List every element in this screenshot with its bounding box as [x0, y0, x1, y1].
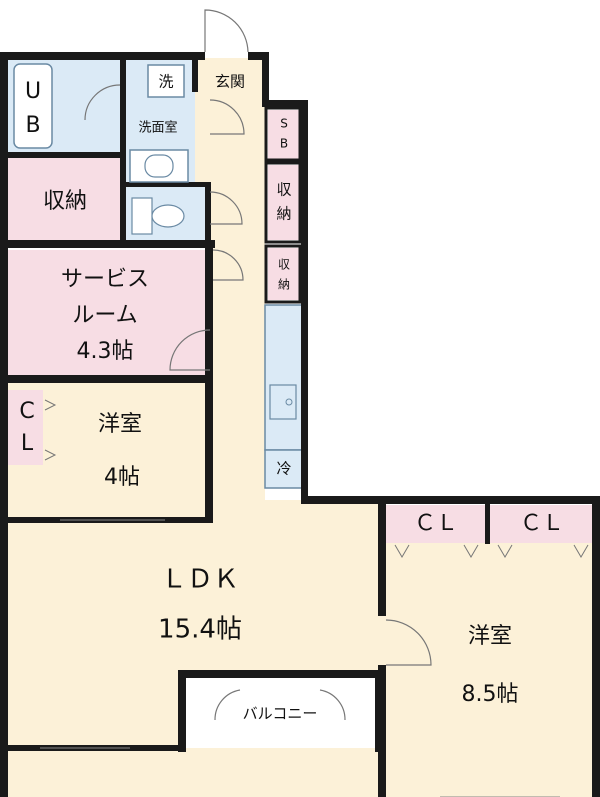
storage-hall-1-label-1: 収	[276, 181, 291, 199]
closet-small-floor	[8, 390, 43, 465]
laundry-label: 洗	[158, 73, 173, 91]
western-small-size: 4帖	[104, 465, 140, 490]
storage-hall-1-label-2: 納	[276, 205, 291, 223]
shoe-box-label-2: B	[280, 137, 288, 151]
closet-large-1-label: ＣＬ	[414, 511, 458, 536]
western-small-name: 洋室	[98, 412, 142, 437]
storage-hall-2-floor	[268, 248, 300, 300]
storage-main-label: 収納	[43, 189, 87, 214]
closet-small-label-1: C	[19, 399, 34, 424]
western-large-name: 洋室	[468, 624, 512, 649]
bath-label-2: B	[25, 113, 40, 138]
storage-main-floor	[8, 158, 123, 242]
closet-large-2-floor	[490, 505, 592, 543]
closet-large-2-label: ＣＬ	[520, 511, 564, 536]
shoe-box-label-1: S	[280, 117, 288, 131]
ldk-size: 15.4帖	[158, 615, 242, 645]
service-room-name-1: サービス	[61, 267, 149, 292]
storage-hall-1-floor	[268, 165, 300, 240]
entrance-label: 玄関	[215, 73, 245, 91]
balcony-label: バルコニー	[243, 705, 318, 723]
western-large-floor	[385, 505, 592, 797]
washroom-label: 洗面室	[138, 120, 177, 136]
service-room-name-2: ルーム	[72, 303, 137, 328]
closet-small-label-2: L	[21, 431, 34, 456]
fridge-label: 冷	[276, 460, 291, 478]
ldk-name: ＬＤＫ	[161, 565, 239, 595]
fridge-space	[264, 449, 304, 489]
bath-label-1: U	[25, 79, 41, 104]
service-room-floor	[8, 250, 210, 377]
western-large-size: 8.5帖	[462, 682, 519, 707]
storage-hall-2-label-1: 収	[278, 258, 290, 272]
service-room-size: 4.3帖	[77, 339, 134, 364]
storage-hall-2-label-2: 納	[278, 278, 290, 292]
kitchen-counter	[264, 304, 304, 451]
closet-large-1-floor	[385, 505, 485, 543]
shoe-box-floor	[268, 110, 300, 160]
